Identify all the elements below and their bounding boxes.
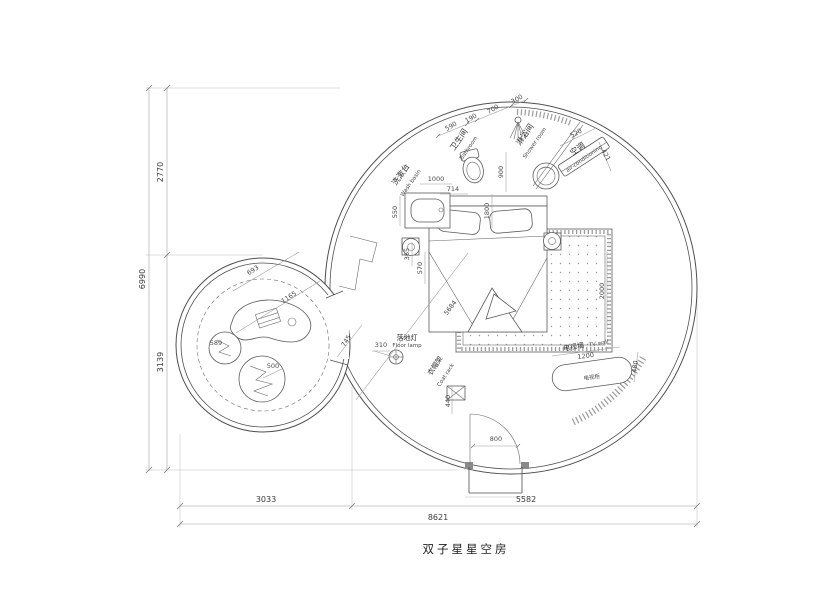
- shower-wall-hatch: [516, 109, 573, 126]
- dim-5582: 5582: [516, 495, 536, 504]
- dim-589: 589: [210, 339, 222, 347]
- tvwall-label-en: TV wall: [588, 339, 610, 349]
- dim-2000: 2000: [598, 283, 606, 300]
- dim-714: 714: [447, 185, 459, 193]
- bathroom-stool: [532, 162, 560, 190]
- dim-900: 900: [497, 166, 505, 178]
- coat-rack: [446, 385, 466, 401]
- small-room-furniture: [196, 278, 330, 412]
- dim-800: 800: [490, 435, 502, 443]
- dim-1800: 1800: [483, 203, 491, 220]
- dim-1000: 1000: [428, 175, 445, 183]
- toilet: [459, 148, 484, 184]
- dim-400: 400: [630, 360, 640, 374]
- shower-head-icon: [509, 116, 527, 140]
- dim-2770: 2770: [156, 162, 165, 182]
- entry-door: [465, 413, 529, 498]
- dim-6990: 6990: [138, 269, 147, 289]
- pouf-large: [238, 355, 286, 403]
- dim-570: 570: [416, 262, 424, 274]
- dimension-lines-exterior: [145, 84, 701, 528]
- wall-niche-steps: [338, 235, 378, 291]
- dim-500: 500: [267, 362, 279, 370]
- door-jamb-left: [465, 462, 473, 469]
- tvwall-label-cn: 电视墙: [562, 340, 584, 353]
- wash-basin: [404, 192, 451, 229]
- tv-bench: [551, 356, 633, 392]
- bed: [428, 195, 548, 333]
- dim-440: 440: [444, 395, 452, 407]
- dim-3139: 3139: [156, 352, 165, 372]
- passage-opening: [323, 295, 349, 359]
- dim-8621: 8621: [428, 513, 448, 522]
- floorlamp-label-cn: 落地灯: [397, 333, 418, 342]
- air-conditioner: [557, 136, 610, 177]
- duvet-edge: [428, 235, 548, 242]
- rug-dashed-circle: [196, 278, 330, 412]
- nightstand-right: [543, 232, 562, 251]
- tvcabinet-label-cn: 电视柜: [583, 372, 601, 382]
- pouf-small: [208, 331, 242, 365]
- shower-glass-partition: [532, 121, 584, 190]
- plan-title: 双子星星空房: [423, 542, 510, 556]
- door-jamb-right: [521, 462, 529, 469]
- duvet-fold-small: [485, 293, 517, 320]
- pillow-right: [489, 208, 533, 234]
- door-swing-arc: [469, 413, 521, 465]
- floor-lamp: [388, 349, 404, 365]
- dim-310: 310: [375, 341, 387, 349]
- nightstand-left: [401, 237, 420, 256]
- floorlamp-label-en: Floor lamp: [392, 343, 422, 349]
- dim-3033: 3033: [256, 495, 276, 504]
- small-room-inner-wall: [180, 262, 346, 428]
- table-tray: [254, 307, 282, 329]
- dim-365: 365: [403, 248, 411, 260]
- dim-550: 550: [391, 206, 399, 218]
- dimension-lines-interior: [232, 97, 639, 414]
- dim-1200: 1200: [577, 351, 594, 361]
